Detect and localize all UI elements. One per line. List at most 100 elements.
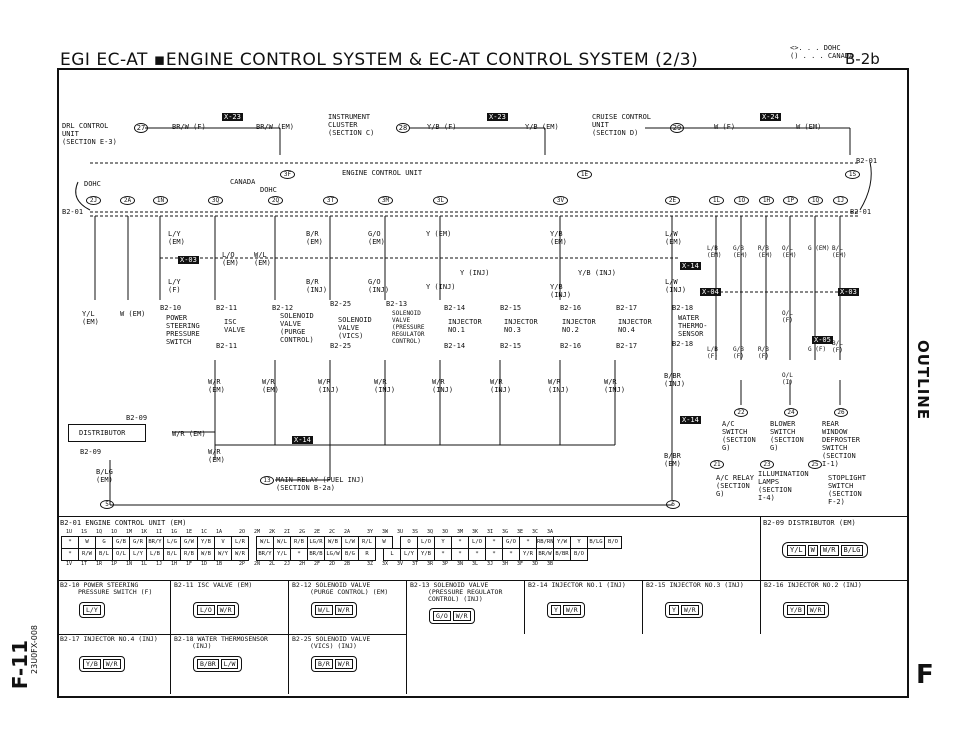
pin-cell: 2P — [238, 561, 246, 567]
wire-w-r-6: W/R (INJ) — [490, 378, 512, 394]
connector-cell-title-line: (PURGE CONTROL) (EM) — [310, 588, 389, 596]
wire-b-r-inj: B/R (INJ) — [306, 278, 328, 294]
pin-cell: 2D — [328, 561, 336, 567]
pin-cell: 3N — [456, 561, 464, 567]
ecu-code-right-top: B2-01 — [856, 157, 878, 165]
pin-cell: 1R — [95, 561, 103, 567]
device-code: B2-17 — [616, 304, 638, 312]
device-label: SOLENOID VALVE (PURGE CONTROL) — [280, 312, 314, 344]
wire-o-l: O/L (EM) — [782, 245, 797, 259]
pin-cell: B/G — [341, 548, 359, 561]
connector-shape: L/Y — [79, 602, 105, 618]
pin-cell: 3J — [486, 561, 494, 567]
pin-cell: 3L — [471, 561, 479, 567]
wire-y-inj: Y (INJ) — [460, 269, 490, 277]
device-label: WATER THERMO- SENSOR — [678, 314, 708, 338]
wire-b-br-em: B/BR (EM) — [664, 452, 681, 468]
pin-cell: W/R — [231, 548, 249, 561]
pin-cell: B/L — [95, 548, 113, 561]
wire-w-em: W (EM) — [796, 123, 822, 131]
pin-cell: * — [290, 548, 308, 561]
ecu-label: ENGINE CONTROL UNIT — [342, 169, 423, 177]
connector-cell-title-line: B2-25 SOLENOID VALVE — [292, 635, 371, 643]
distributor-connector-title: B2-09 DISTRIBUTOR (EM) — [763, 519, 856, 527]
pin: L/Y — [83, 605, 101, 615]
pin-cell: 2M — [253, 529, 261, 535]
ecu-connector-divider — [760, 516, 761, 580]
pin-cell: 3V — [396, 561, 404, 567]
rear-window-defroster: REAR WINDOW DEFROSTER SWITCH (SECTION I-… — [822, 420, 860, 468]
wire-r-b: R/B (EM) — [758, 245, 773, 259]
connector-cell-title: B2-25 SOLENOID VALVE(VICS) (INJ) — [292, 636, 370, 650]
page-code: B-2b — [845, 50, 880, 68]
pin-cell: Y/L — [273, 548, 291, 561]
ecu-dohc: DOHC — [84, 180, 101, 188]
wire-g: G (EM) — [808, 245, 830, 252]
pin-cell: 2C — [328, 529, 336, 535]
ecu-terminal: 1H — [759, 196, 774, 205]
ecu-terminal: 1L — [709, 196, 724, 205]
cruise-control-unit: CRUISE CONTROL UNIT (SECTION D) — [592, 113, 652, 137]
pin-cell: W/B — [197, 548, 215, 561]
connector-row2-divider — [57, 634, 407, 635]
pin-cell: 3F — [516, 561, 524, 567]
connector-cell: B2-12 SOLENOID VALVE(PURGE CONTROL) (EM)… — [289, 580, 407, 634]
connector-x04: X-04 — [700, 288, 721, 296]
device-code: B2-13 — [386, 300, 408, 308]
device-label: INJECTOR NO.3 — [504, 318, 538, 334]
connector-x14-lower: X-14 — [292, 436, 313, 444]
pin-cell: 3U — [396, 529, 404, 535]
pin-cell: BR/Y — [256, 548, 274, 561]
pin-cell: B/L — [163, 548, 181, 561]
ecu-code-left: B2-01 — [62, 208, 84, 216]
pin: Y — [669, 605, 679, 615]
connector-cell-title-line: (PRESSURE REGULATOR — [428, 588, 503, 596]
pin-cell: 3S — [411, 529, 419, 535]
pin-cell: 1P — [110, 561, 118, 567]
connector-x23: X-23 — [222, 113, 243, 121]
wire-br-w-f: BR/W (F) — [172, 123, 206, 131]
pin-cell: 2O — [238, 529, 246, 535]
connector-cell-title: B2-12 SOLENOID VALVE(PURGE CONTROL) (EM) — [292, 582, 388, 596]
pin-cell: 1C — [200, 529, 208, 535]
wire-w-f: W (F) — [714, 123, 736, 131]
pin-cell: W/Y — [214, 548, 232, 561]
connector-cell-title-line: B2-17 INJECTOR NO.4 (INJ) — [60, 635, 158, 643]
wire-w-r-em-dist: W/R (EM) — [172, 430, 206, 438]
pin: W — [807, 544, 818, 556]
pin-cell: O/L — [112, 548, 130, 561]
wire-w-r-em-2: W/R (EM) — [208, 448, 225, 464]
ecu-terminal: 3F — [280, 170, 295, 179]
distributor-code-top: B2-09 — [126, 414, 148, 422]
pin-cell: 2B — [343, 561, 351, 567]
pin-cell: 1G — [170, 529, 178, 535]
pin-cell: 3C — [531, 529, 539, 535]
connector-cell-title-line: B2-12 SOLENOID VALVE — [292, 581, 371, 589]
pin: W/L — [315, 605, 333, 615]
drl-control-unit: DRL CONTROL UNIT (SECTION E-3) — [62, 122, 117, 146]
terminal-21: 21 — [710, 460, 724, 469]
instrument-cluster: INSTRUMENT CLUSTER (SECTION C) — [328, 113, 375, 137]
pin-cell: Y/R — [519, 548, 537, 561]
device-label: SOLENOID VALVE (PRESSURE REGULATOR CONTR… — [392, 310, 425, 345]
pin-cell: 3O — [441, 529, 449, 535]
pin-cell: 2E — [313, 529, 321, 535]
ecu-terminal: 2Q — [268, 196, 283, 205]
pin: W/R — [680, 605, 699, 615]
pin-cell: 3R — [426, 561, 434, 567]
device-code: B2-12 — [272, 304, 294, 312]
pin-cell: L/Y — [400, 548, 418, 561]
pin-cell: 1U — [65, 529, 73, 535]
ecu-terminal: 3M — [378, 196, 393, 205]
pin-cell: 1Q — [95, 529, 103, 535]
connector-x03: X-03 — [178, 256, 199, 264]
